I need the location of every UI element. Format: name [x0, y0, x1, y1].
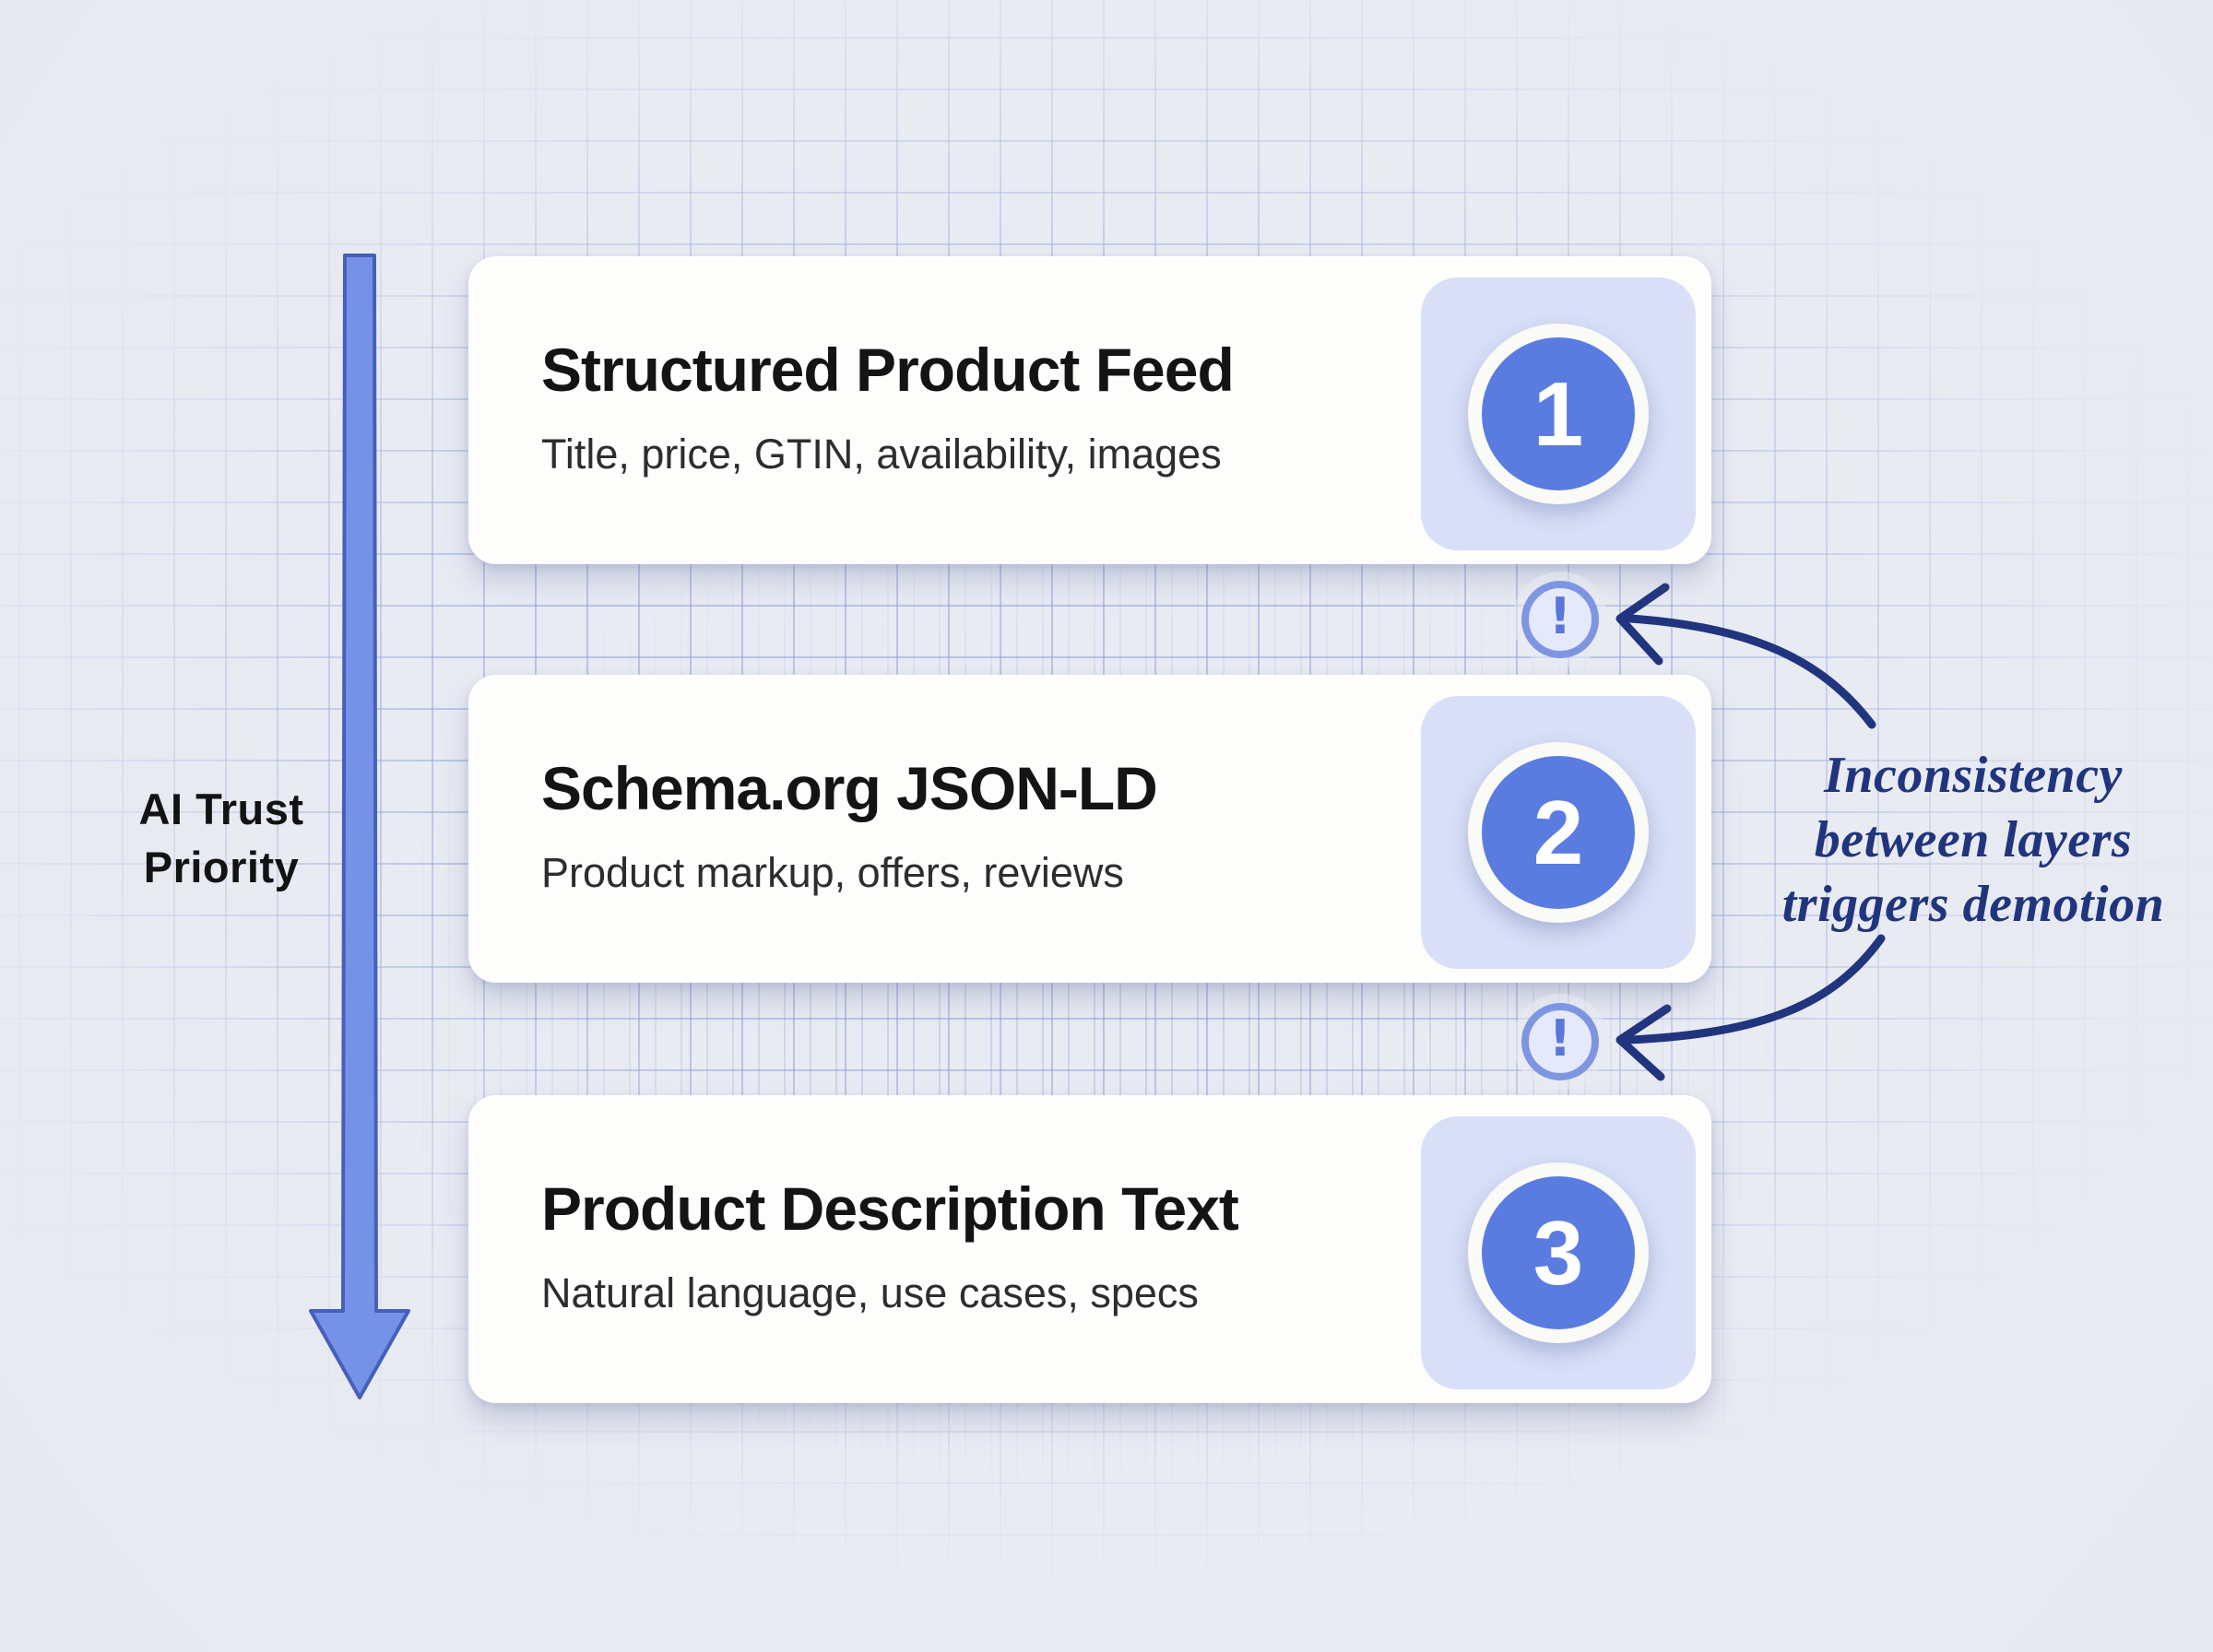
card-subtitle: Product markup, offers, reviews	[541, 848, 1124, 896]
rank-badge-panel: 3	[1421, 1116, 1696, 1389]
annotation-line1: Inconsistency	[1824, 747, 2123, 804]
inconsistency-warning-1: !	[1521, 581, 1599, 658]
rank-badge: 2	[1468, 742, 1649, 923]
axis-label-line2: Priority	[143, 843, 300, 891]
rank-badge: 3	[1468, 1162, 1649, 1343]
card-structured-product-feed: Structured Product Feed Title, price, GT…	[468, 256, 1711, 564]
rank-number: 3	[1533, 1202, 1584, 1304]
annotation-line2: between layers	[1814, 811, 2133, 868]
card-text-block: Structured Product Feed Title, price, GT…	[541, 336, 1395, 478]
card-schema-org-json-ld: Schema.org JSON-LD Product markup, offer…	[468, 675, 1711, 983]
exclamation-icon: !	[1548, 587, 1572, 645]
card-title: Product Description Text	[541, 1174, 1239, 1243]
annotation-note: Inconsistency between layers triggers de…	[1732, 743, 2213, 937]
card-text-block: Schema.org JSON-LD Product markup, offer…	[541, 754, 1395, 897]
rank-badge-panel: 2	[1421, 696, 1696, 969]
axis-label: AI Trust Priority	[81, 780, 361, 896]
axis-label-line1: AI Trust	[138, 785, 304, 833]
card-subtitle: Natural language, use cases, specs	[541, 1268, 1199, 1316]
card-text-block: Product Description Text Natural languag…	[541, 1174, 1395, 1317]
rank-number: 1	[1533, 363, 1584, 465]
card-title: Structured Product Feed	[541, 336, 1235, 404]
rank-badge: 1	[1468, 324, 1649, 504]
exclamation-icon: !	[1548, 1009, 1572, 1068]
card-subtitle: Title, price, GTIN, availability, images	[541, 430, 1222, 478]
inconsistency-warning-2: !	[1521, 1003, 1599, 1080]
annotation-line3: triggers demotion	[1781, 876, 2165, 933]
rank-number: 2	[1533, 782, 1584, 883]
card-product-description-text: Product Description Text Natural languag…	[468, 1095, 1711, 1403]
card-title: Schema.org JSON-LD	[541, 754, 1158, 822]
rank-badge-panel: 1	[1421, 277, 1696, 550]
